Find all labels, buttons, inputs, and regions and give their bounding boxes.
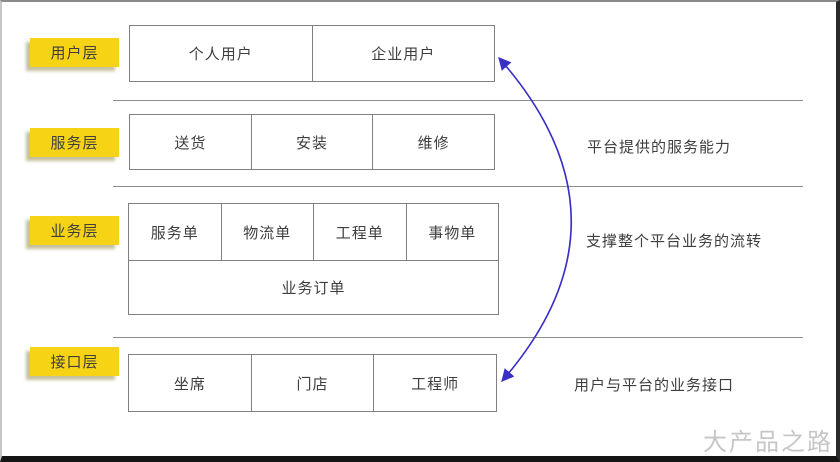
cell-business-order: 业务订单 (129, 260, 498, 314)
annotation-business-flow: 支撑整个平台业务的流转 (586, 233, 763, 250)
divider-line (113, 186, 803, 187)
cell-engineering-order: 工程单 (313, 204, 406, 260)
cell-personal-user: 个人用户 (188, 46, 253, 63)
cell-delivery: 送货 (174, 134, 207, 152)
business-layer-boxes: 服务单 物流单 工程单 事物单 业务订单 (128, 203, 499, 315)
layer-label-business: 业务层 (30, 216, 119, 245)
cell-service-order: 服务单 (150, 224, 199, 242)
cell-engineer: 工程师 (373, 355, 496, 411)
annotation-service-capability: 平台提供的服务能力 (587, 139, 732, 156)
cell-repair: 维修 (372, 115, 494, 169)
cell-transaction-order: 事物单 (405, 204, 499, 260)
cell-install: 安装 (250, 115, 373, 169)
annotation-interface-access: 用户与平台的业务接口 (574, 377, 735, 394)
layer-label-interface: 接口层 (30, 347, 119, 376)
layer-label-service: 服务层 (30, 128, 119, 157)
user-layer-boxes: 个人用户 企业用户 (129, 25, 495, 82)
divider-line (113, 100, 803, 101)
service-layer-boxes: 送货 安装 维修 (129, 114, 495, 170)
interface-layer-boxes: 坐席 门店 工程师 (128, 354, 497, 412)
business-order-types-row: 服务单 物流单 工程单 事物单 (129, 204, 498, 260)
cell-enterprise-user: 企业用户 (311, 26, 495, 81)
divider-line (113, 337, 803, 338)
watermark-text: 大产品之路 (703, 429, 833, 456)
cell-logistics-order: 物流单 (220, 204, 314, 260)
layer-label-user: 用户层 (30, 38, 119, 67)
cell-agent-seat: 坐席 (173, 375, 206, 393)
cell-store: 门店 (250, 355, 374, 411)
